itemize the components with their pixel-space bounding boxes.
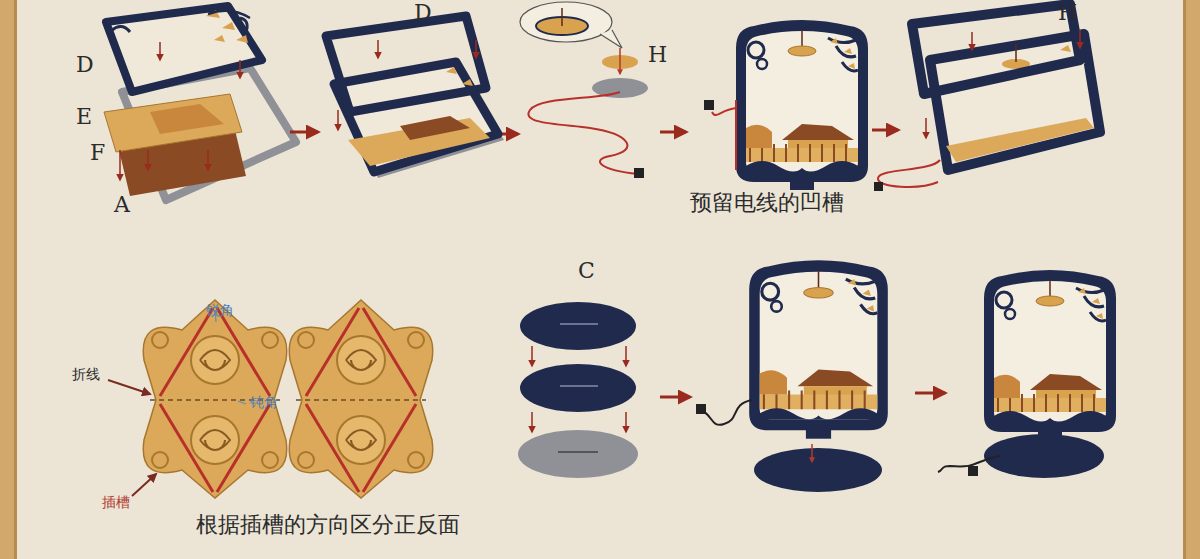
part-letter: F — [90, 140, 105, 165]
part-letter: E — [76, 104, 92, 129]
note-text: 预留电线的凹槽 — [690, 190, 844, 215]
part-letter: H — [1058, 0, 1077, 25]
part-letter: H — [648, 42, 667, 67]
part-letter: D — [414, 0, 432, 25]
angle-label: 钝角 — [250, 394, 278, 410]
note-text: 根据插槽的方向区分正反面 — [196, 512, 460, 537]
slot-label: 插槽 — [102, 494, 130, 510]
fold-label: 折线 — [72, 366, 100, 382]
part-letter: A — [114, 192, 130, 217]
part-letter: D — [76, 52, 94, 77]
part-letter: C — [578, 258, 595, 283]
angle-label: 锐角 — [206, 302, 234, 318]
